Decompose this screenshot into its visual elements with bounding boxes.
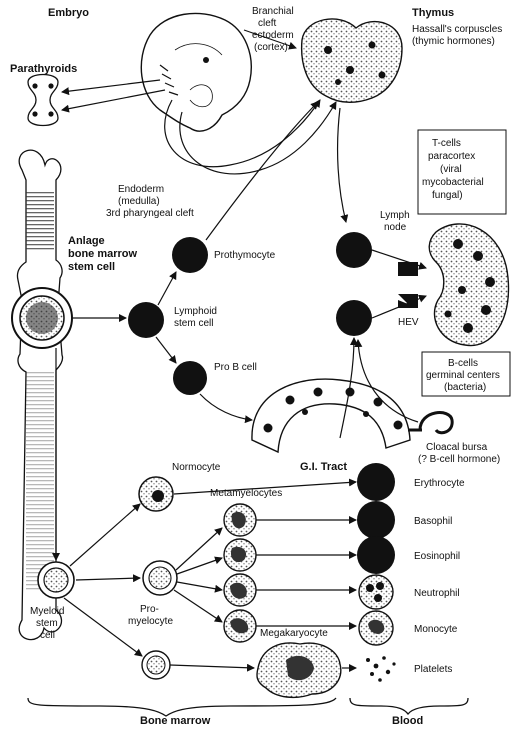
normocyte-label: Normocyte [172,462,221,473]
metamyelocyte-1 [224,504,256,536]
megakaryocyte-cell [257,643,341,697]
branchial-line2: cleft [258,18,277,29]
myeloid-stem-cell [38,562,74,598]
endoderm-line2: (medulla) [118,196,160,207]
endoderm-line1: Endoderm [118,184,164,195]
normocyte-cell [139,477,173,511]
hev-shape-top [398,262,418,276]
promyelocyte-line2: myelocyte [128,616,173,627]
hassall-line2: (thymic hormones) [412,36,495,47]
tcells-line3: (viral [440,164,462,175]
tcells-line1: T-cells [432,138,461,149]
pro-b-label: Pro B cell [214,362,257,373]
pro-b-cell [173,361,207,395]
myeloid-to-promyelocyte-arrow [76,578,140,580]
cloacal-line2: (? B-cell hormone) [418,454,500,465]
lymph-node-illustration [429,224,508,346]
bcells-line3: (bacteria) [444,382,486,393]
myeloid-to-normocyte-arrow [70,504,140,566]
metamyelocyte-4 [224,610,256,642]
blood-label: Blood [392,715,423,725]
cloacal-line1: Cloacal bursa [426,442,488,453]
promyelocyte-arrow-2 [177,558,222,574]
basophil-label: Basophil [414,516,452,527]
platelets-label: Platelets [414,664,452,675]
thymus-label: Thymus [412,7,454,19]
lymphoid-line1: Lymphoid [174,306,217,317]
bone-marrow-label: Bone marrow [140,715,211,725]
platelets-cluster [366,656,396,682]
tcells-line2: paracortex [428,151,475,162]
prothymocyte-cell [172,237,208,273]
hev-label: HEV [398,317,419,328]
myeloid-line3: cell [40,630,55,641]
metamyelocyte-2 [224,539,256,571]
lymphoid-to-prothymocyte-arrow [158,272,176,305]
branchial-line1: Branchial [252,6,294,17]
myeloid-line2: stem [36,618,58,629]
gi-tract-illustration [252,379,410,452]
erythrocyte-cell [357,463,395,501]
prothymocyte-label: Prothymocyte [214,250,276,261]
t-lymphocyte-cell [336,232,372,268]
endoderm-line3: 3rd pharyngeal cleft [106,208,194,219]
lymphoid-line2: stem cell [174,318,213,329]
eosinophil-cell [357,536,395,574]
b-lymphocyte-cell [336,300,372,336]
anlage-line3: stem cell [68,261,115,273]
prothymocyte-to-thymus-arrow [206,102,318,240]
promyelocyte-arrow-1 [176,528,222,570]
parathyroids-label: Parathyroids [10,63,77,75]
embryo-label: Embryo [48,7,89,19]
thymus-illustration [302,19,402,102]
prob-to-gi-arrow [200,394,252,420]
monocyte-cell [359,611,393,645]
promyelocyte-arrow-4 [174,590,222,622]
hev-shape-bottom [398,294,418,308]
anlage-stem-cell [12,288,72,348]
lymph-line2: node [384,222,407,233]
promyelocyte-arrow-3 [177,582,222,590]
parathyroids-illustration [28,75,58,126]
gi-tract-label: G.I. Tract [300,461,347,473]
eosinophil-label: Eosinophil [414,551,460,562]
thymus-to-tcell-arrow [338,108,346,222]
promyelocyte-line1: Pro- [140,604,159,615]
embryo-to-parathyroid-arrow-2 [62,90,165,110]
metamyelocytes-label: Metamyelocytes [210,488,282,499]
precursor-to-megakaryocyte-arrow [170,665,254,668]
tcells-line5: fungal) [432,190,463,201]
myeloid-line1: Myeloid [30,606,64,617]
embryo-illustration [141,13,251,131]
anlage-line2: bone marrow [68,248,138,260]
blood-bracket [350,698,468,714]
lymphoid-stem-cell [128,302,164,338]
neutrophil-cell [359,575,393,609]
megakaryocyte-label: Megakaryocyte [260,628,328,639]
myeloid-to-megakaryocyte-arrow [64,598,142,656]
hassall-line1: Hassall's corpuscles [412,24,502,35]
neutrophil-label: Neutrophil [414,588,460,599]
bcells-line1: B-cells [448,358,478,369]
lymph-line1: Lymph [380,210,410,221]
monocyte-label: Monocyte [414,624,458,635]
bone-marrow-bracket [28,698,336,716]
tcells-line4: mycobacterial [422,177,484,188]
cloacal-bursa-shape [420,413,452,433]
basophil-cell [357,501,395,539]
anlage-line1: Anlage [68,235,105,247]
bcells-line2: germinal centers [426,370,500,381]
lymphoid-to-prob-arrow [156,337,176,363]
erythrocyte-label: Erythrocyte [414,478,465,489]
promyelocyte-cell [143,561,177,595]
megakaryocyte-precursor [142,651,170,679]
metamyelocyte-3 [224,574,256,606]
